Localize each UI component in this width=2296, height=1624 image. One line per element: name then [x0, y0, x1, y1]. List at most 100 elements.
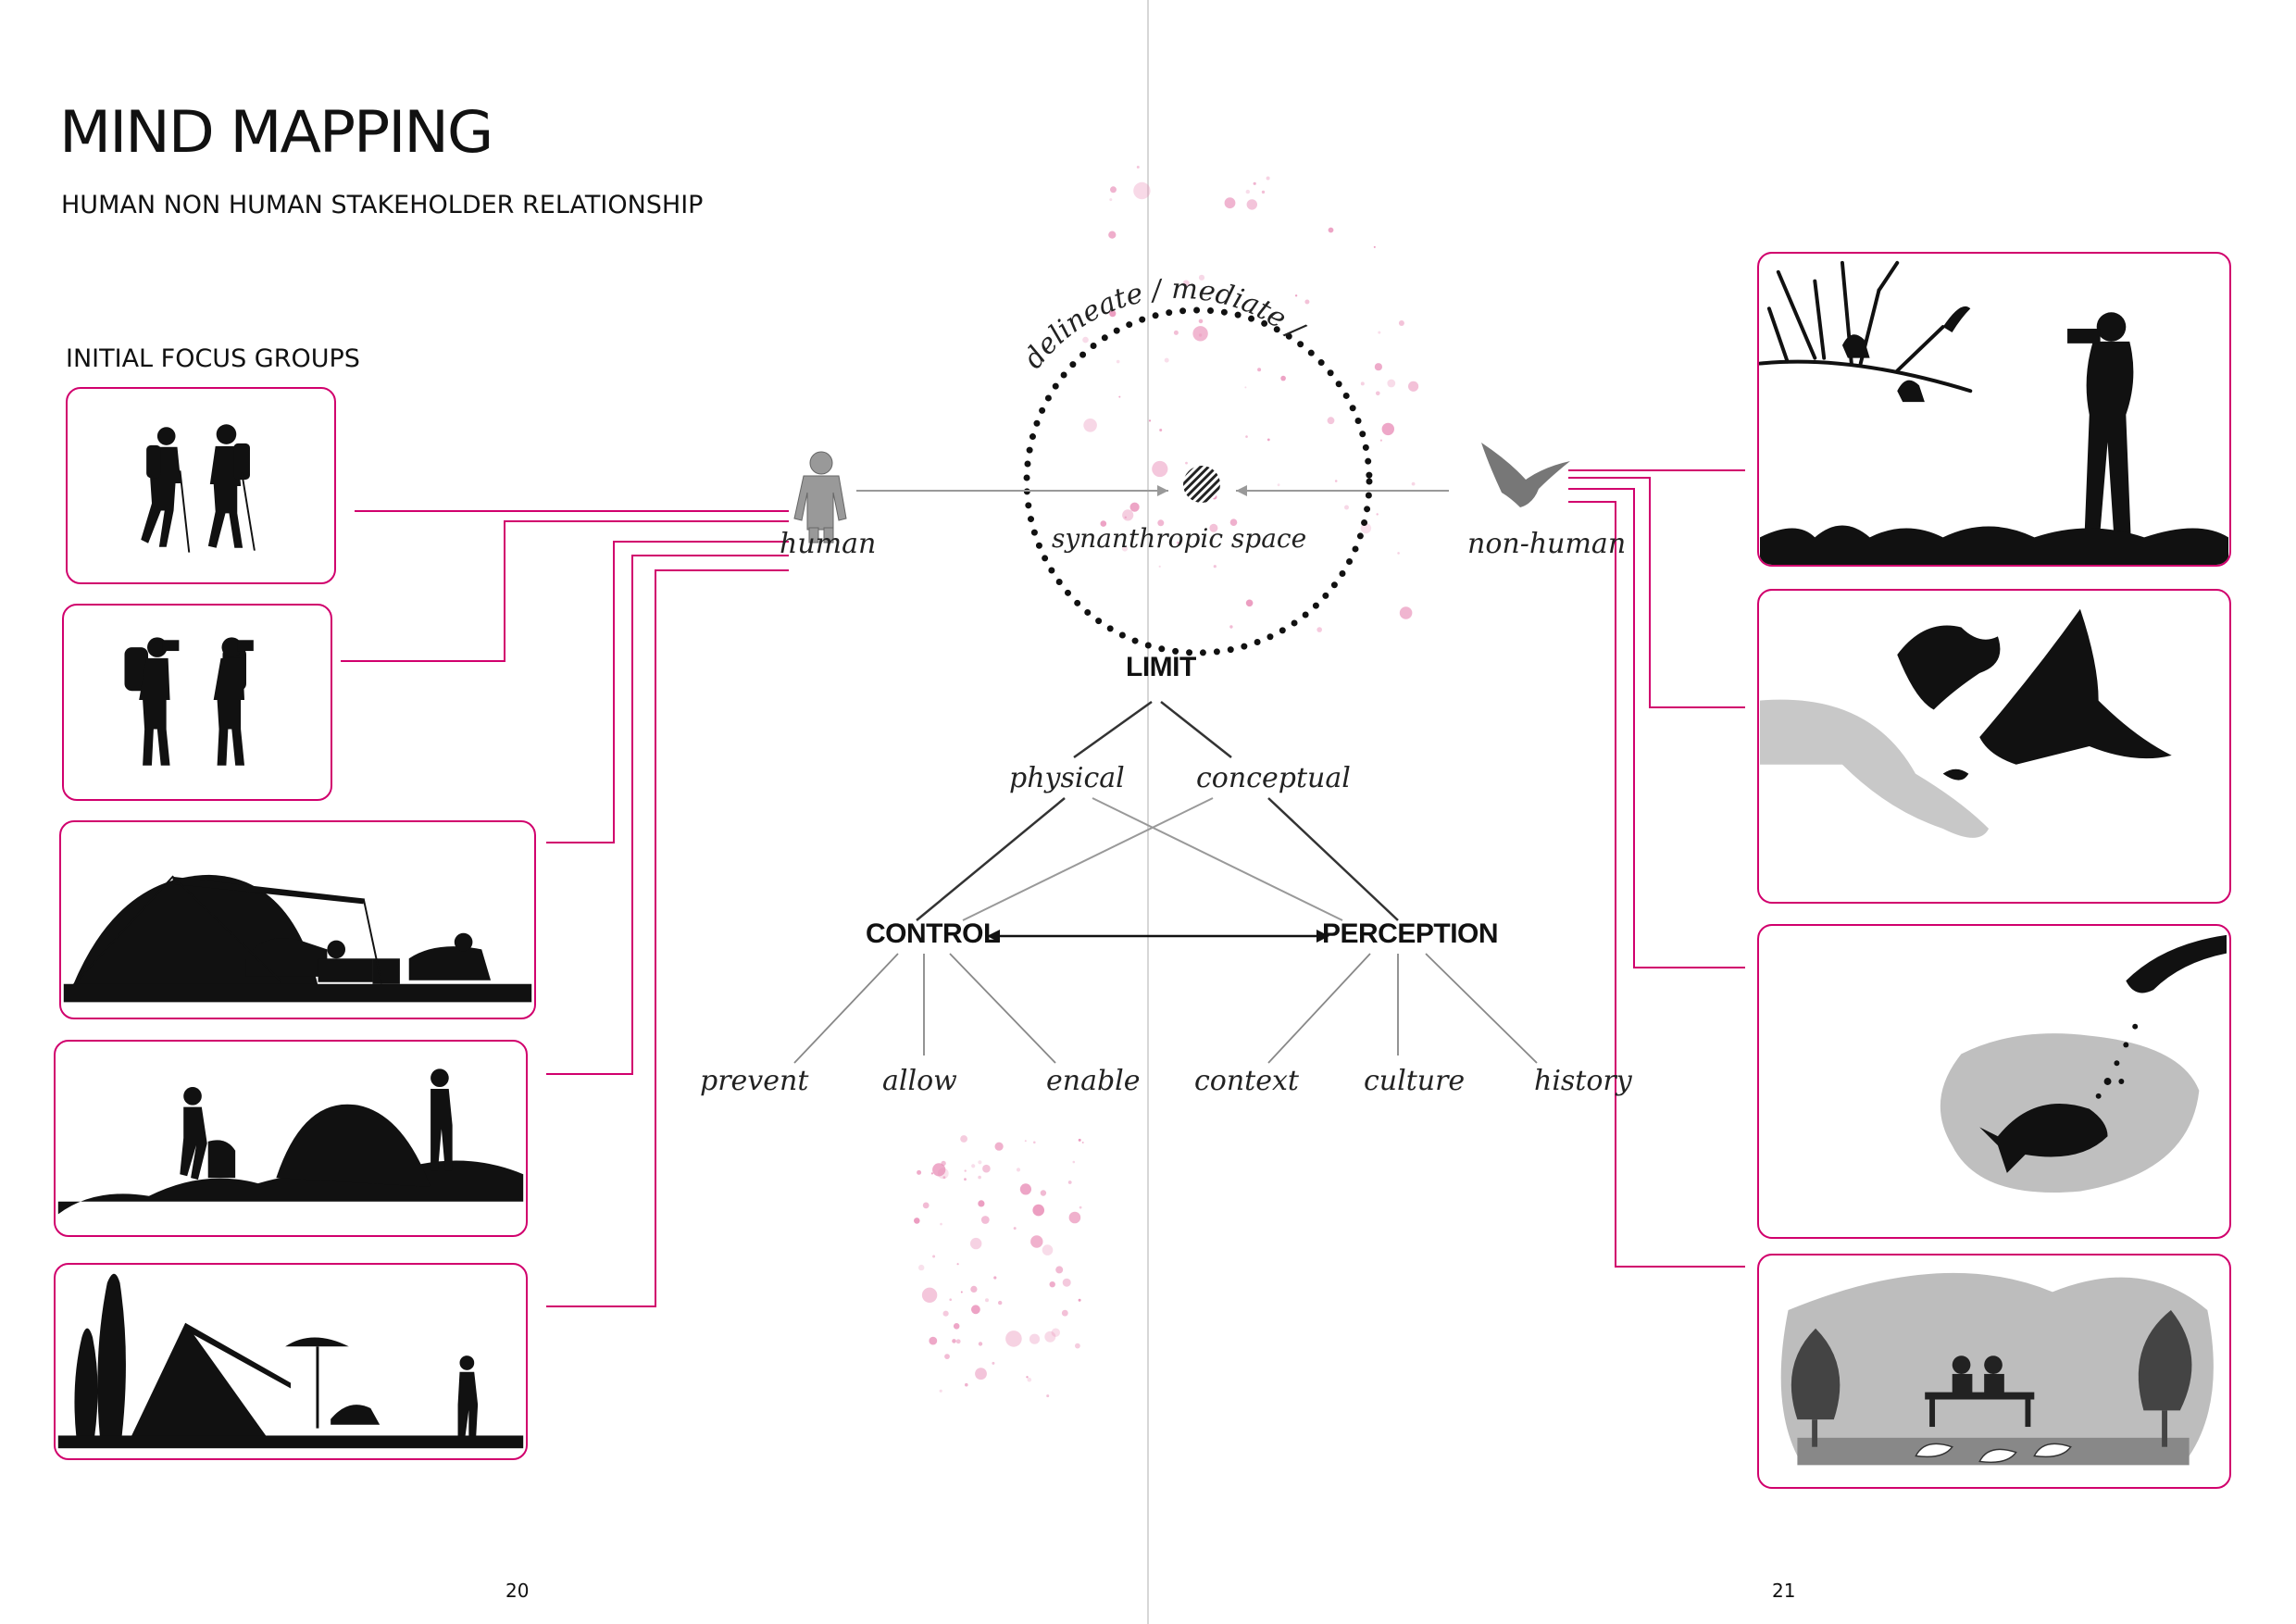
splatter-dot	[1040, 1190, 1047, 1196]
splatter-dot	[1397, 552, 1400, 555]
splatter-dot	[1079, 1206, 1082, 1209]
splatter-dot	[978, 1175, 981, 1180]
physical-label: physical	[1009, 762, 1125, 794]
splatter-dot	[1280, 375, 1286, 381]
splatter-dot	[1046, 1394, 1050, 1398]
splatter-dot	[1118, 395, 1121, 398]
stakeholder-card-park-swans	[1757, 1254, 2231, 1489]
hikers-icon	[141, 424, 256, 553]
splatter-dot	[939, 1389, 942, 1393]
splatter-dot	[1083, 418, 1097, 432]
splatter-dot	[949, 1298, 952, 1301]
splatter-dot	[985, 1298, 989, 1303]
splatter-dot	[1158, 565, 1161, 568]
stakeholder-card-hand-feeding	[1757, 589, 2231, 904]
splatter-dot	[1304, 299, 1310, 305]
splatter-dot	[1344, 505, 1349, 510]
tent-camping-icon	[63, 874, 532, 1003]
splatter-dot	[1110, 186, 1117, 194]
stakeholder-card-bird-photographer	[1757, 252, 2231, 567]
splatter-dot	[1316, 627, 1322, 632]
splatter-dot	[978, 1342, 983, 1346]
splatter-dot	[1159, 429, 1163, 431]
splatter-dot	[993, 1276, 997, 1280]
splatter-dot	[1198, 274, 1205, 281]
control-child-allow: allow	[882, 1065, 957, 1097]
glamping-icon	[57, 1273, 524, 1449]
splatter-dot	[1211, 493, 1217, 500]
splatter-dot	[1376, 391, 1380, 396]
splatter-dot	[1229, 625, 1233, 629]
conceptual-label: conceptual	[1196, 762, 1351, 794]
dog-camping-icon	[57, 1068, 524, 1215]
splatter-dot	[1051, 1328, 1061, 1337]
splatter-dot	[1277, 483, 1280, 487]
splatter-dot	[1005, 1330, 1022, 1347]
perception-child-culture: culture	[1364, 1065, 1466, 1097]
focus-card-hikers	[66, 387, 336, 584]
splatter-dot	[932, 1163, 946, 1177]
splatter-dot	[1373, 245, 1376, 248]
splatter-dot	[1374, 363, 1382, 371]
splatter-dot	[1044, 1330, 1056, 1343]
splatter-dot	[1334, 480, 1338, 482]
splatter-dot	[1411, 481, 1416, 486]
splatter-dot	[914, 1218, 920, 1224]
splatter-dot	[1148, 419, 1152, 422]
splatter-dot	[1108, 231, 1117, 239]
splatter-dot	[980, 1216, 990, 1224]
splatter-dot	[1245, 189, 1251, 194]
splatter-dot	[1213, 565, 1217, 568]
splatter-dot	[1075, 1343, 1080, 1349]
splatter-dot	[1398, 320, 1404, 326]
splatter-dot	[1267, 438, 1270, 442]
splatter-dot	[1257, 368, 1262, 372]
splatter-dot	[1173, 330, 1179, 335]
splatter-dot	[1019, 1183, 1031, 1195]
fish-feeding-icon	[1940, 934, 2227, 1193]
splatter-dot	[1032, 1204, 1044, 1217]
splatter-dot	[1129, 502, 1140, 512]
splatter-dot	[1387, 379, 1396, 388]
splatter-dot	[1062, 1278, 1071, 1287]
perception-child-history: history	[1534, 1065, 1632, 1097]
splatter-dot	[1360, 381, 1365, 386]
splatter-dot	[1136, 166, 1140, 169]
splatter-dot	[955, 1339, 961, 1344]
splatter-dot	[922, 1202, 930, 1209]
splatter-dot	[1378, 331, 1381, 334]
splatter-dot	[1185, 461, 1188, 465]
splatter-dot	[942, 1310, 949, 1317]
splatter-dot	[941, 1160, 946, 1167]
human-label: human	[780, 528, 877, 560]
splatter-dot	[1109, 310, 1117, 318]
center-hatch-icon	[1183, 466, 1220, 503]
splatter-dot	[1399, 606, 1413, 619]
splatter-dot	[971, 1164, 976, 1168]
splatter-dot	[952, 1339, 956, 1343]
splatter-dot	[917, 1169, 922, 1175]
splatter-dot	[1078, 1298, 1081, 1302]
control-label: CONTROL	[866, 918, 1000, 949]
splatter-dot	[932, 1255, 936, 1258]
splatter-dot	[1244, 386, 1247, 389]
splatter-dot	[930, 1172, 934, 1175]
splatter-dot	[1152, 460, 1168, 478]
splatter-dot	[1122, 509, 1134, 521]
splatter-dot	[1013, 1227, 1017, 1230]
bird-icon	[1481, 443, 1570, 507]
splatter-dot	[1068, 1211, 1081, 1224]
splatter-dot	[1030, 1235, 1043, 1248]
splatter-dot	[1029, 1333, 1041, 1344]
splatter-dot	[978, 1200, 985, 1207]
splatter-dot	[929, 1336, 938, 1345]
splatter-dot	[1082, 336, 1089, 344]
splatter-dot	[1124, 516, 1128, 518]
circle-caption: delineate / mediate / blur	[0, 0, 1316, 375]
splatter-dot	[1261, 190, 1266, 194]
splatter-dot	[1245, 435, 1248, 438]
splatter-dot	[1198, 333, 1203, 337]
photographers-icon	[124, 637, 254, 766]
splatter-dot	[1192, 326, 1208, 342]
splatter-dot	[1408, 381, 1419, 392]
